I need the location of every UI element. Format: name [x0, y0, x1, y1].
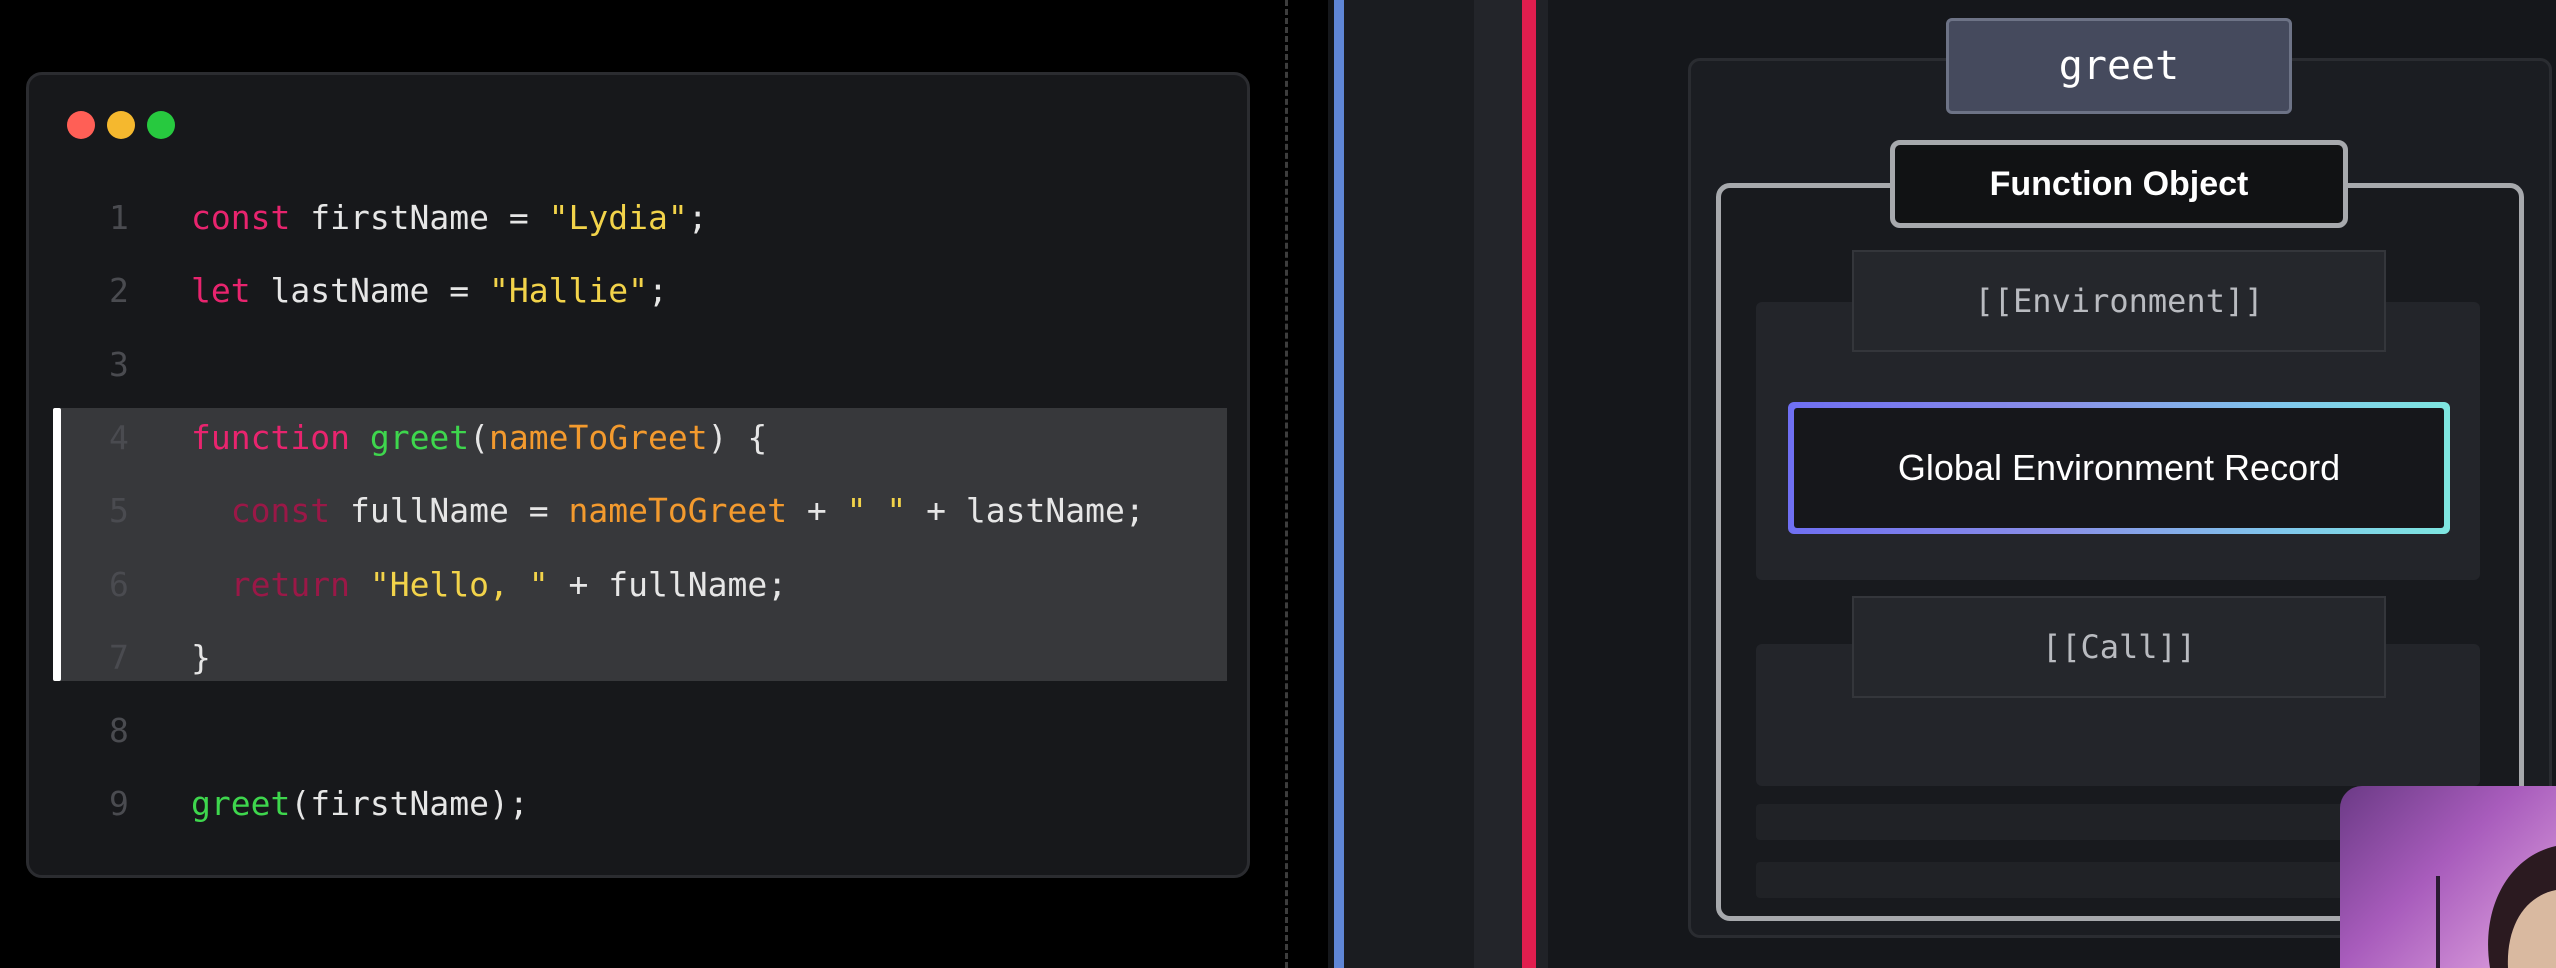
column-left: [1344, 0, 1474, 968]
code-token: + lastName;: [906, 491, 1145, 530]
call-slot-label: [[Call]]: [1852, 596, 2386, 698]
code-token: (: [469, 418, 490, 457]
blue-column-marker: [1334, 0, 1344, 968]
code-token: [350, 565, 370, 604]
line-number: 6: [109, 565, 129, 604]
line-number: 8: [109, 711, 129, 750]
function-object-label: Function Object: [1890, 140, 2348, 228]
line-number: 2: [109, 271, 129, 310]
code-token: "Hello, ": [369, 565, 549, 604]
maximize-dot-icon[interactable]: [147, 111, 175, 139]
line-number: 9: [109, 784, 129, 823]
environment-slot-label: [[Environment]]: [1852, 250, 2386, 352]
line-number: 4: [109, 418, 129, 457]
code-token: nameToGreet: [489, 418, 708, 457]
line-number: 7: [109, 638, 129, 677]
code-token: firstName =: [290, 198, 549, 237]
column-mid: [1474, 0, 1522, 968]
line-number: 5: [109, 491, 129, 530]
line-number: 1: [109, 198, 129, 237]
code-token: greet: [191, 784, 291, 823]
code-text: const fullName = nameToGreet + " " + las…: [191, 476, 1145, 546]
code-editor-window: 1 const firstName = "Lydia"; 2 let lastName…: [26, 72, 1250, 878]
minimize-dot-icon[interactable]: [107, 111, 135, 139]
code-text: const firstName = "Lydia";: [191, 183, 708, 253]
code-token: const: [230, 491, 331, 530]
red-column-marker: [1522, 0, 1536, 968]
presenter-silhouette-icon: [2436, 846, 2556, 968]
close-dot-icon[interactable]: [67, 111, 95, 139]
code-token: return: [230, 565, 350, 604]
webcam-overlay: [2340, 786, 2556, 968]
code-token: }: [191, 638, 211, 677]
code-token: [191, 565, 231, 604]
code-token: const: [191, 198, 291, 237]
code-text: }: [191, 623, 211, 693]
global-environment-record-box: Global Environment Record: [1788, 402, 2450, 534]
code-token: "Hallie": [489, 271, 648, 310]
code-text: return "Hello, " + fullName;: [191, 550, 787, 620]
code-text: function greet(nameToGreet) {: [191, 403, 767, 473]
code-token: ) {: [707, 418, 768, 457]
code-token: ;: [647, 271, 668, 310]
code-token: function: [191, 418, 350, 457]
code-text: let lastName = "Hallie";: [191, 256, 668, 326]
window-controls: [67, 111, 175, 139]
code-token: nameToGreet: [568, 491, 788, 530]
code-token: +: [787, 491, 847, 530]
code-token: " ": [846, 491, 907, 530]
code-token: "Lydia": [548, 198, 688, 237]
code-token: fullName =: [330, 491, 569, 530]
code-token: (firstName);: [290, 784, 529, 823]
greet-label: greet: [1946, 18, 2292, 114]
code-token: ;: [687, 198, 708, 237]
code-token: let: [191, 271, 251, 310]
code-token: [350, 418, 370, 457]
global-environment-record-label: Global Environment Record: [1794, 408, 2444, 528]
code-token: lastName =: [250, 271, 490, 310]
divider: [1285, 0, 1288, 968]
code-token: [191, 491, 231, 530]
code-token: greet: [369, 418, 470, 457]
code-text: greet(firstName);: [191, 769, 529, 839]
highlight-marker: [53, 408, 61, 681]
highlighted-code-block: [57, 408, 1227, 681]
code-token: + fullName;: [548, 565, 788, 604]
line-number: 3: [109, 345, 129, 384]
column-right: [1536, 0, 1548, 968]
